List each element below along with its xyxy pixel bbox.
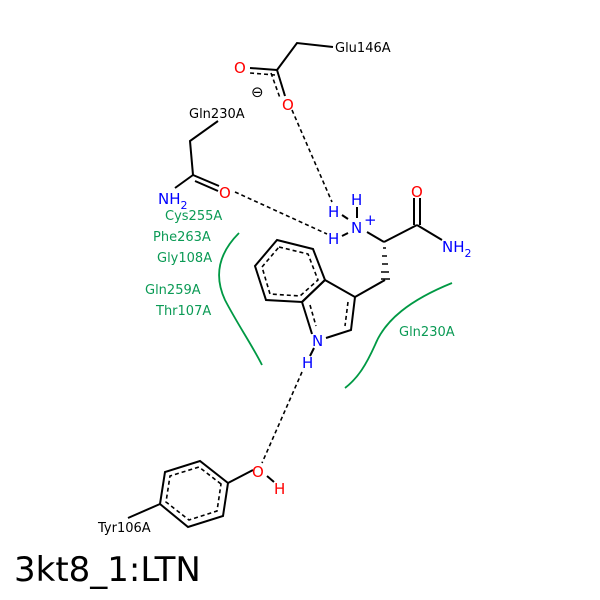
hydrogen-atom: H (328, 203, 339, 221)
hydrogen-atom: H (351, 191, 362, 209)
hashed-wedge (381, 247, 390, 280)
oxygen-atom: O (234, 59, 246, 77)
negative-charge: ⊖ (251, 83, 264, 101)
amide-nh2: NH2 (158, 190, 188, 212)
tyr106-label: Tyr106A (97, 521, 151, 536)
hydrophobic-residue-label: Gly108A (157, 251, 212, 266)
positive-charge: + (364, 211, 377, 229)
hydrophobic-residue-label: Cys255A (165, 209, 222, 224)
hydrogen-atom: H (274, 480, 285, 498)
hbond-glu146 (291, 109, 333, 203)
hydrophobic-residue-label: Phe263A (153, 230, 211, 245)
hydrophobic-residue-label: Thr107A (155, 304, 211, 319)
hbond-tyr106 (261, 371, 303, 464)
hydrophobic-arc-right (344, 282, 453, 389)
indole-nitrogen: N (312, 332, 323, 350)
diagram-title: 3kt8_1:LTN (14, 550, 201, 590)
gln230-label: Gln230A (189, 107, 245, 122)
glu146-label: Glu146A (335, 41, 391, 56)
oxygen-atom: O (282, 96, 294, 114)
amide-nh2: NH2 (442, 238, 472, 260)
hbond-gln230 (234, 191, 328, 235)
oxygen-atom: O (252, 463, 264, 481)
oxygen-atom: O (219, 184, 231, 202)
oxygen-atom: O (411, 183, 423, 201)
hydrophobic-residue-label: Gln230A (399, 325, 455, 340)
hydrophobic-residue-label: Gln259A (145, 283, 201, 298)
hydrogen-atom: H (302, 354, 313, 372)
hydrogen-atom: H (328, 230, 339, 248)
hydrophobic-arc-left (218, 232, 263, 366)
ligand: N + H H H O NH2 N H (253, 183, 472, 372)
ammonium-nitrogen: N (351, 219, 362, 237)
gln230-residue: Gln230A O NH2 (158, 107, 245, 212)
glu146-residue: Glu146A O O ⊖ (234, 41, 391, 114)
tyr106-residue: O H Tyr106A (97, 459, 285, 536)
